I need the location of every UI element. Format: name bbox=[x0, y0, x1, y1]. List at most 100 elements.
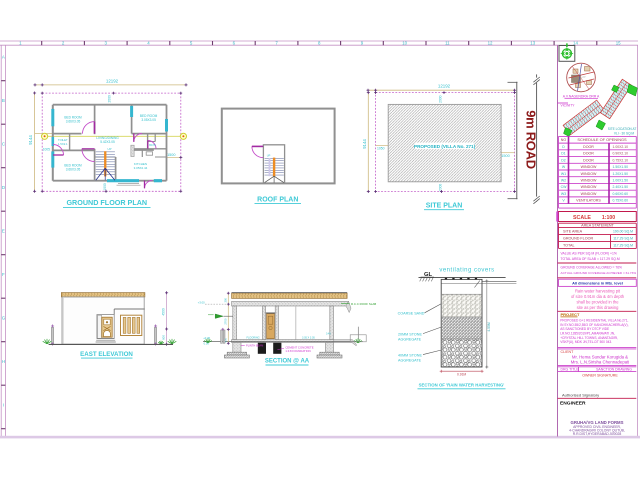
svg-text:WINDOW: WINDOW bbox=[581, 165, 597, 169]
svg-text:C: C bbox=[2, 142, 5, 147]
svg-text:D: D bbox=[562, 145, 565, 149]
svg-text:BED ROOM: BED ROOM bbox=[140, 114, 158, 118]
svg-text:Mrs. L.N.Sirisha Chennadepati: Mrs. L.N.Sirisha Chennadepati bbox=[571, 360, 630, 365]
svg-text:AS SANCTIONED BY DTCP VIDE: AS SANCTIONED BY DTCP VIDE bbox=[560, 327, 609, 331]
svg-text:UP: UP bbox=[267, 154, 271, 158]
svg-text:WINDOW: WINDOW bbox=[581, 172, 597, 176]
svg-text:KITCHEN: KITCHEN bbox=[134, 162, 147, 166]
svg-text:SCALE: SCALE bbox=[573, 215, 591, 221]
svg-text:0.45: 0.45 bbox=[326, 333, 331, 336]
svg-text:1050: 1050 bbox=[377, 147, 385, 151]
svg-text:5.42X3.05: 5.42X3.05 bbox=[100, 140, 115, 144]
svg-text:Authorised Signatory: Authorised Signatory bbox=[562, 393, 599, 398]
svg-text:VENTILATORS: VENTILATORS bbox=[576, 199, 601, 203]
svg-text:Rain water harvesting pit: Rain water harvesting pit bbox=[575, 288, 621, 293]
svg-text:Mr. Hema Sundar Korugida &: Mr. Hema Sundar Korugida & bbox=[572, 354, 628, 359]
svg-text:SITE LOCATION AT: SITE LOCATION AT bbox=[608, 127, 637, 131]
svg-text:1005: 1005 bbox=[43, 148, 51, 152]
svg-text:PROJECT: PROJECT bbox=[561, 312, 580, 317]
svg-text:R.C.C ROOF SLAB: R.C.C ROOF SLAB bbox=[351, 302, 376, 306]
svg-text:AGGREGATE: AGGREGATE bbox=[398, 338, 422, 342]
svg-text:ENGINEER: ENGINEER bbox=[560, 400, 586, 406]
svg-text:2700: 2700 bbox=[224, 318, 228, 325]
svg-text:CEMENT CONCRETE: CEMENT CONCRETE bbox=[285, 345, 313, 349]
svg-text:shall be provided in the: shall be provided in the bbox=[576, 299, 619, 304]
svg-text:CW: CW bbox=[561, 185, 568, 189]
svg-text:5: 5 bbox=[190, 41, 193, 46]
svg-text:9144: 9144 bbox=[28, 135, 33, 145]
svg-text:NO: NO bbox=[561, 138, 567, 142]
svg-text:2000: 2000 bbox=[438, 95, 442, 103]
svg-text:SECTION @ AA: SECTION @ AA bbox=[265, 359, 310, 365]
svg-text:A: A bbox=[2, 55, 5, 60]
svg-text:GROUND FLOOR: GROUND FLOOR bbox=[563, 237, 593, 241]
svg-text:UP: UP bbox=[108, 147, 112, 151]
svg-text:GRUHA/VG LAND FORMS: GRUHA/VG LAND FORMS bbox=[571, 420, 624, 425]
svg-text:3.05X2.44: 3.05X2.44 bbox=[134, 166, 148, 170]
svg-text:117.29 SQ.M: 117.29 SQ.M bbox=[613, 243, 633, 247]
svg-text:15: 15 bbox=[616, 41, 621, 46]
svg-text:EAST ELEVATION: EAST ELEVATION bbox=[80, 351, 133, 358]
svg-text:VSKP(U), MDK JN,TEL-DT 500 043: VSKP(U), MDK JN,TEL-DT 500 043. bbox=[560, 340, 612, 344]
svg-text:7: 7 bbox=[275, 41, 278, 46]
svg-text:B: B bbox=[2, 98, 5, 103]
svg-text:VALUE AS PER SQ.M (FLOOR) +1%: VALUE AS PER SQ.M (FLOOR) +1% bbox=[561, 252, 617, 256]
svg-text:BATH: BATH bbox=[149, 144, 156, 147]
svg-text:E: E bbox=[2, 229, 5, 234]
svg-text:BED ROOM: BED ROOM bbox=[64, 163, 82, 167]
svg-text:R.R.DIST,HYDERABAD-500028: R.R.DIST,HYDERABAD-500028 bbox=[573, 432, 622, 436]
svg-text:+0.45: +0.45 bbox=[203, 336, 210, 340]
svg-text:LR.NO.1285/2019/P1,AMARAVATI J: LR.NO.1285/2019/P1,AMARAVATI JN, bbox=[560, 331, 615, 335]
svg-text:1.20X1.50: 1.20X1.50 bbox=[613, 172, 629, 176]
svg-text:0.60X0.60: 0.60X0.60 bbox=[613, 192, 629, 196]
svg-text:2.40X1.50: 2.40X1.50 bbox=[613, 185, 629, 189]
svg-text:PROPOSED (VILLA No. 271): PROPOSED (VILLA No. 271) bbox=[414, 144, 476, 149]
svg-text:site as per this drawing: site as per this drawing bbox=[577, 305, 620, 310]
svg-text:I: I bbox=[3, 403, 4, 408]
svg-text:1:4:8 FOUNDATION: 1:4:8 FOUNDATION bbox=[285, 349, 310, 353]
svg-text:190.00 SQ.M: 190.00 SQ.M bbox=[613, 230, 633, 234]
svg-text:of size 0.91m dia & 4m depth: of size 0.91m dia & 4m depth bbox=[571, 294, 625, 299]
svg-text:40MM STONE: 40MM STONE bbox=[398, 353, 422, 357]
svg-text:GL: GL bbox=[424, 272, 433, 278]
svg-text:1500: 1500 bbox=[501, 154, 509, 158]
svg-text:BED ROOM: BED ROOM bbox=[64, 115, 82, 119]
svg-text:1.50X1.50: 1.50X1.50 bbox=[613, 165, 629, 169]
svg-text:1.00X2.10: 1.00X2.10 bbox=[613, 145, 629, 149]
svg-text:A.V.NAGENDRA ORR A: A.V.NAGENDRA ORR A bbox=[563, 94, 600, 98]
svg-text:+3.00: +3.00 bbox=[198, 300, 205, 304]
svg-text:9144: 9144 bbox=[362, 139, 367, 149]
svg-text:2000: 2000 bbox=[107, 95, 111, 103]
svg-text:4: 4 bbox=[147, 41, 150, 46]
svg-text:300: 300 bbox=[224, 297, 228, 302]
svg-text:G: G bbox=[2, 316, 6, 321]
svg-text:D1: D1 bbox=[561, 152, 566, 156]
svg-text:117.29 SQ.M: 117.29 SQ.M bbox=[613, 237, 633, 241]
svg-text:1:100: 1:100 bbox=[602, 215, 615, 221]
svg-text:CLIENT: CLIENT bbox=[561, 350, 575, 354]
svg-text:AGGREGATE: AGGREGATE bbox=[398, 359, 422, 363]
svg-text:1500: 1500 bbox=[167, 153, 175, 157]
svg-text:H: H bbox=[2, 359, 5, 364]
svg-text:SITE PLAN: SITE PLAN bbox=[426, 202, 463, 209]
svg-text:DOOR: DOOR bbox=[583, 158, 594, 162]
svg-text:3.66X3.05: 3.66X3.05 bbox=[66, 119, 81, 123]
svg-text:F: F bbox=[2, 272, 5, 277]
svg-text:D2: D2 bbox=[561, 158, 566, 162]
svg-text:8: 8 bbox=[318, 41, 321, 46]
svg-text:V: V bbox=[562, 199, 565, 203]
svg-text:ACTUAL GROUND COVERAGE ACHIEVE: ACTUAL GROUND COVERAGE ACHIEVED = 61.73% bbox=[561, 271, 637, 275]
svg-text:14: 14 bbox=[573, 41, 578, 46]
svg-text:+CRYSTAL HILL TOWNS, ANANTAGIR: +CRYSTAL HILL TOWNS, ANANTAGIRI, bbox=[560, 336, 618, 340]
svg-text:2000: 2000 bbox=[438, 184, 442, 192]
svg-text:0.90X2.10: 0.90X2.10 bbox=[613, 152, 629, 156]
svg-text:20MM STONE: 20MM STONE bbox=[398, 332, 422, 336]
svg-text:TOTAL AREA OF SLAB = 117.29 SQ: TOTAL AREA OF SLAB = 117.29 SQ.M bbox=[561, 257, 620, 261]
svg-text:0.75X0.60: 0.75X0.60 bbox=[613, 199, 629, 203]
svg-text:3.05X3.05: 3.05X3.05 bbox=[141, 118, 156, 122]
svg-text:GROUND FLOOR PLAN: GROUND FLOOR PLAN bbox=[66, 198, 147, 207]
svg-text:600: 600 bbox=[161, 335, 165, 340]
svg-text:10: 10 bbox=[402, 41, 407, 46]
svg-text:4-CHANDRAGIRI COLONY QUTUB,: 4-CHANDRAGIRI COLONY QUTUB, bbox=[569, 428, 625, 432]
svg-text:D: D bbox=[2, 185, 5, 190]
